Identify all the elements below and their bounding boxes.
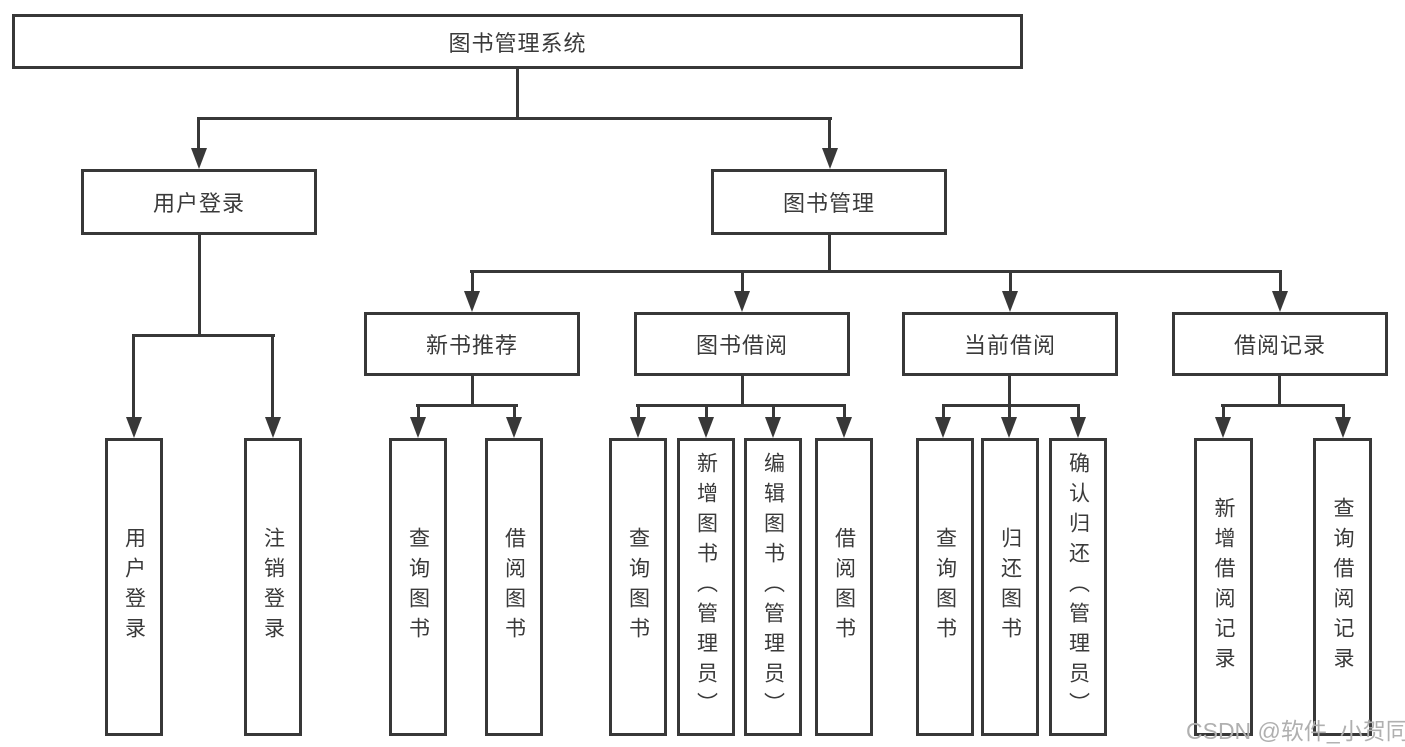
leaf-add-book-admin-label: 新增图书（管理员） [694, 452, 718, 722]
connector-line [1222, 406, 1225, 418]
leaf-logout-label: 注销登录 [261, 527, 285, 647]
leaf-return-books: 归还图书 [981, 438, 1039, 736]
leaf-query-borrow-record-label: 查询借阅记录 [1331, 497, 1354, 677]
leaf-query-borrow-record: 查询借阅记录 [1313, 438, 1372, 736]
node-borrow-records-label: 借阅记录 [1233, 333, 1326, 358]
arrow-down-icon [836, 417, 852, 438]
arrow-down-icon [765, 417, 781, 438]
leaf-borrow-borrow-books-label: 借阅图书 [832, 527, 856, 647]
node-user-login-label: 用户登录 [152, 191, 245, 216]
connector-line [637, 406, 640, 418]
connector-line [513, 406, 516, 418]
leaf-user-login: 用户登录 [105, 438, 163, 736]
connector-line [1077, 406, 1080, 418]
leaf-edit-book-admin: 编辑图书（管理员） [744, 438, 802, 736]
arrow-down-icon [1335, 417, 1351, 438]
node-borrow-records: 借阅记录 [1172, 312, 1388, 376]
node-book-borrow-label: 图书借阅 [695, 333, 788, 358]
arrow-down-icon [1215, 417, 1231, 438]
connector-line [471, 272, 474, 292]
connector-line [271, 336, 274, 418]
arrow-down-icon [1070, 417, 1086, 438]
connector-line [198, 235, 201, 336]
connector-line [1008, 406, 1011, 418]
connector-line [1279, 272, 1282, 292]
connector-line [636, 404, 846, 407]
connector-line [197, 119, 200, 149]
leaf-current-query-books: 查询图书 [916, 438, 974, 736]
connector-line [416, 404, 518, 407]
leaf-add-borrow-record-label: 新增借阅记录 [1212, 497, 1235, 677]
leaf-newbook-borrow-books-label: 借阅图书 [502, 527, 526, 647]
leaf-newbook-query-books-label: 查询图书 [406, 527, 430, 647]
connector-line [741, 376, 744, 406]
connector-line [132, 336, 135, 418]
leaf-add-book-admin: 新增图书（管理员） [677, 438, 735, 736]
node-root-label: 图书管理系统 [448, 30, 587, 56]
node-new-book-recommend-label: 新书推荐 [425, 333, 518, 358]
node-new-book-recommend: 新书推荐 [364, 312, 580, 376]
node-user-login: 用户登录 [81, 169, 317, 235]
leaf-borrow-borrow-books: 借阅图书 [815, 438, 873, 736]
connector-line [942, 404, 1080, 407]
connector-line [942, 406, 945, 418]
connector-line [1278, 376, 1281, 406]
arrow-down-icon [822, 148, 838, 169]
arrow-down-icon [734, 291, 750, 312]
connector-line [1221, 404, 1345, 407]
leaf-borrow-query-books-label: 查询图书 [626, 527, 650, 647]
connector-line [470, 270, 1282, 273]
node-book-borrow: 图书借阅 [634, 312, 850, 376]
arrow-down-icon [1001, 417, 1017, 438]
connector-line [828, 119, 831, 149]
connector-line [1009, 272, 1012, 292]
node-book-management: 图书管理 [711, 169, 947, 235]
arrow-down-icon [191, 148, 207, 169]
arrow-down-icon [630, 417, 646, 438]
leaf-edit-book-admin-label: 编辑图书（管理员） [761, 452, 785, 722]
arrow-down-icon [126, 417, 142, 438]
leaf-confirm-return-admin-label: 确认归还（管理员） [1066, 452, 1090, 722]
leaf-return-books-label: 归还图书 [998, 527, 1022, 647]
arrow-down-icon [1002, 291, 1018, 312]
arrow-down-icon [410, 417, 426, 438]
connector-line [516, 69, 519, 119]
connector-line [417, 406, 420, 418]
arrow-down-icon [1272, 291, 1288, 312]
node-book-management-label: 图书管理 [782, 191, 875, 216]
connector-line [197, 117, 832, 120]
connector-line [705, 406, 708, 418]
arrow-down-icon [265, 417, 281, 438]
node-root: 图书管理系统 [12, 14, 1023, 69]
leaf-logout: 注销登录 [244, 438, 302, 736]
node-current-borrow-label: 当前借阅 [963, 333, 1056, 358]
arrow-down-icon [506, 417, 522, 438]
arrow-down-icon [935, 417, 951, 438]
leaf-borrow-query-books: 查询图书 [609, 438, 667, 736]
connector-line [1342, 406, 1345, 418]
connector-line [828, 235, 831, 272]
leaf-newbook-query-books: 查询图书 [389, 438, 447, 736]
node-current-borrow: 当前借阅 [902, 312, 1118, 376]
connector-line [132, 334, 275, 337]
arrow-down-icon [464, 291, 480, 312]
connector-line [1008, 376, 1011, 406]
leaf-current-query-books-label: 查询图书 [933, 527, 957, 647]
connector-line [471, 376, 474, 406]
connector-line [741, 272, 744, 292]
leaf-user-login-label: 用户登录 [122, 527, 146, 647]
connector-line [772, 406, 775, 418]
csdn-watermark: CSDN @软件_小贺同学 [1186, 718, 1405, 744]
leaf-newbook-borrow-books: 借阅图书 [485, 438, 543, 736]
arrow-down-icon [698, 417, 714, 438]
connector-line [843, 406, 846, 418]
leaf-confirm-return-admin: 确认归还（管理员） [1049, 438, 1107, 736]
leaf-add-borrow-record: 新增借阅记录 [1194, 438, 1253, 736]
